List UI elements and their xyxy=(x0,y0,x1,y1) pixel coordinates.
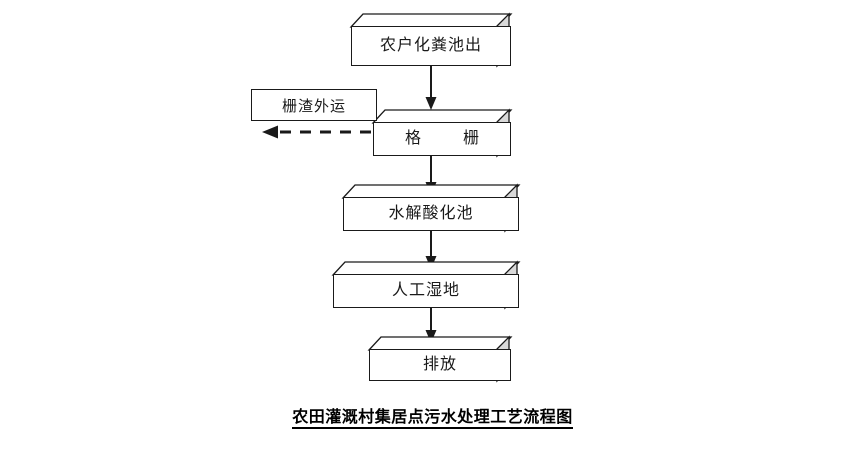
node-label: 格 栅 xyxy=(404,130,492,147)
node-label: 水解酸化池 xyxy=(388,205,474,222)
node-constructed-wetland[interactable]: 人工湿地 xyxy=(331,260,521,310)
edge-grate-to-residue xyxy=(262,125,378,139)
node-discharge[interactable]: 排放 xyxy=(367,335,513,383)
node-front-face: 农户化粪池出 xyxy=(351,26,511,66)
node-residue-transport[interactable]: 栅渣外运 xyxy=(251,89,377,121)
edge-septic-to-grate xyxy=(425,66,437,110)
node-front-face: 排放 xyxy=(369,349,511,381)
node-grate[interactable]: 格 栅 xyxy=(371,108,513,158)
node-hydrolysis-acidification-tank[interactable]: 水解酸化池 xyxy=(341,183,521,233)
node-label: 排放 xyxy=(422,356,457,373)
node-label: 人工湿地 xyxy=(391,282,460,299)
node-label: 农户化粪池出 xyxy=(379,37,482,54)
node-front-face: 水解酸化池 xyxy=(343,197,519,231)
node-front-face: 人工湿地 xyxy=(333,274,519,308)
node-septic-tank[interactable]: 农户化粪池出 xyxy=(349,12,513,68)
node-label: 栅渣外运 xyxy=(281,97,346,115)
node-front-face: 格 栅 xyxy=(373,122,511,156)
diagram-caption-text: 农田灌溉村集居点污水处理工艺流程图 xyxy=(292,409,573,429)
diagram-caption: 农田灌溉村集居点污水处理工艺流程图 xyxy=(0,403,865,429)
